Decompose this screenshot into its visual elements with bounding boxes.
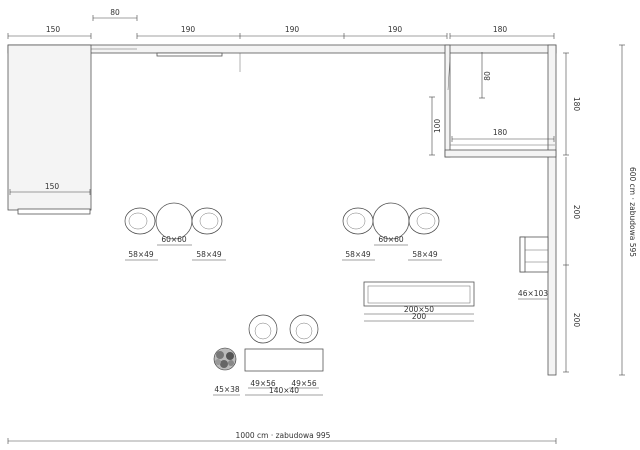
wall-stand: 46×103 [518, 236, 549, 300]
dim-table-2: 60×60 [378, 235, 404, 244]
dim-bar-chair-l: 49×56 [250, 379, 276, 388]
right-dimensions: 180 200 200 600 cm · zabudowa 595 [563, 44, 637, 376]
dim-corner-80: 80 [483, 71, 492, 81]
dim-bar-140x40: 140×40 [269, 386, 299, 395]
dim-right-200-b: 200 [572, 313, 581, 328]
dining-set-2: 60×60 58×49 58×49 [342, 202, 442, 261]
dim-plant: 45×38 [214, 385, 240, 394]
dim-table-1-chair-r: 58×49 [196, 250, 222, 259]
bottom-dimension: 1000 cm · zabudowa 995 [7, 431, 557, 444]
dim-right-200-a: 200 [572, 205, 581, 220]
dim-stand: 46×103 [518, 289, 548, 298]
dim-top-190-b: 190 [285, 25, 300, 34]
dim-table-2-chair-r: 58×49 [412, 250, 438, 259]
dim-table-1-chair-l: 58×49 [128, 250, 154, 259]
dim-width-total: 1000 cm · zabudowa 995 [236, 431, 331, 440]
dim-sofa-200x50: 200×50 [404, 305, 434, 314]
left-block-dimension: 150 [9, 182, 91, 195]
dining-set-1: 60×60 58×49 58×49 [124, 202, 226, 261]
dim-top-190-c: 190 [388, 25, 403, 34]
bar-area: 45×38 49×56 49×56 140×40 [213, 314, 324, 396]
dim-corner-180: 180 [493, 128, 508, 137]
dim-sofa-200: 200 [412, 312, 427, 321]
dim-top-150: 150 [46, 25, 61, 34]
dim-top-180: 180 [493, 25, 508, 34]
top-dimensions: 80 150 190 190 190 180 [7, 8, 555, 39]
dim-bar-chair-r: 49×56 [291, 379, 317, 388]
dim-right-180: 180 [572, 97, 581, 112]
dim-table-1: 60×60 [161, 235, 187, 244]
dim-corner-100: 100 [433, 119, 442, 134]
dim-table-2-chair-l: 58×49 [345, 250, 371, 259]
dim-height-total: 600 cm · zabudowa 595 [628, 167, 637, 257]
plant-icon [213, 347, 237, 371]
dim-top-190-a: 190 [181, 25, 196, 34]
dim-left-150: 150 [45, 182, 60, 191]
sofa: 200×50 200 [363, 281, 475, 322]
corner-dimensions: 80 100 180 [429, 52, 555, 156]
walls [7, 44, 557, 376]
dim-top-80: 80 [110, 8, 120, 17]
